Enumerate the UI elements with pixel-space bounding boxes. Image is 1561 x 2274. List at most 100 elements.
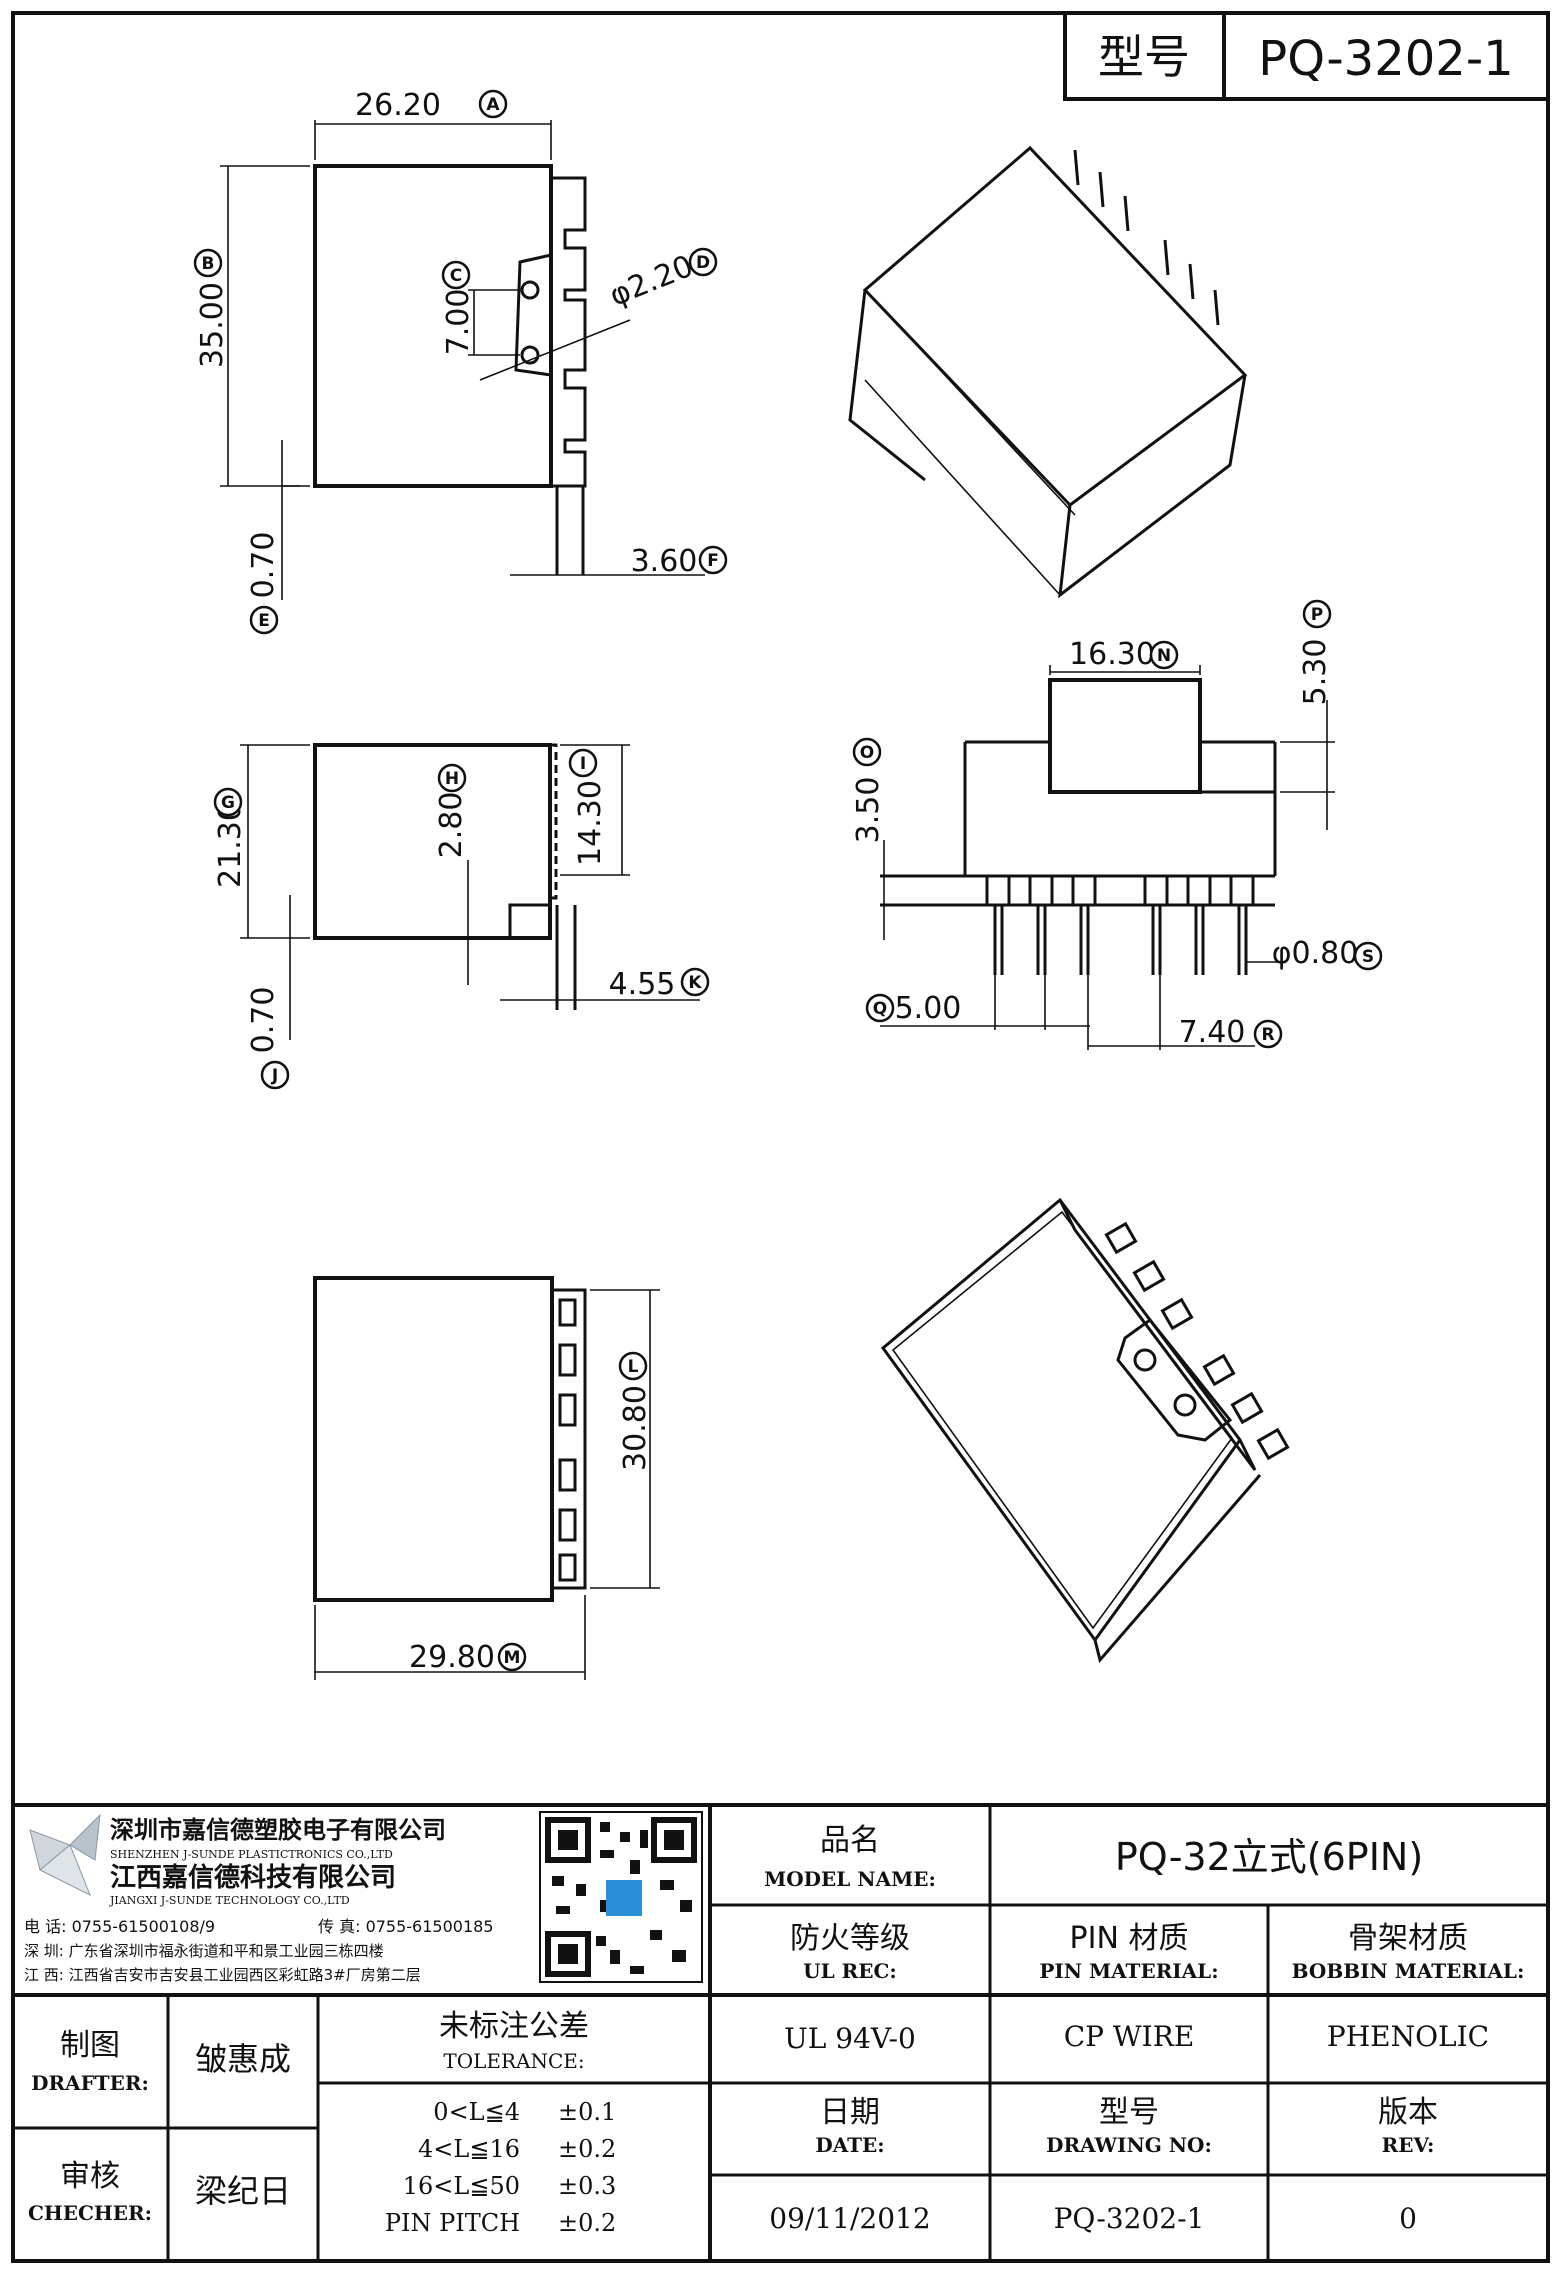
model-name-cn: 品名 (820, 1823, 880, 1858)
ul-rec-cn: 防火等级 (790, 1921, 910, 1956)
qr-code[interactable] (539, 1811, 703, 1983)
date-value: 09/11/2012 (769, 2202, 930, 2235)
dim-S: φ0.80 S (1272, 936, 1383, 971)
dim-L: 30.80 L (618, 1351, 653, 1471)
header-type-label: 型号 (1098, 30, 1190, 84)
tolerance-table: 0<L≦4 ±0.1 4<L≦16 ±0.2 16<L≦50 ±0.3 PIN … (385, 2098, 616, 2237)
dim-O-value: 3.50 (851, 777, 886, 844)
dim-S-value: φ0.80 (1272, 936, 1359, 971)
dim-R-value: 7.40 (1179, 1015, 1246, 1050)
dim-J-code: J (271, 1066, 278, 1086)
dim-C: 7.00 C (441, 260, 476, 356)
model-name-en: MODEL NAME: (764, 1867, 936, 1891)
company-fax: 传 真: 0755-61500185 (318, 1917, 494, 1936)
company-name-en-2: JIANGXI J-SUNDE TECHNOLOGY CO.,LTD (109, 1894, 350, 1907)
dim-D-code: D (696, 253, 710, 273)
date-cn: 日期 (820, 2095, 880, 2130)
tolerance-value: ±0.3 (558, 2172, 616, 2200)
side-view (240, 743, 700, 1040)
dim-J-value: 0.70 (246, 987, 281, 1054)
company-name-cn-1: 深圳市嘉信德塑胶电子有限公司 (110, 1816, 446, 1844)
dim-O: 3.50 O (851, 737, 886, 844)
dim-Q: Q 5.00 (865, 991, 962, 1026)
rev-cn: 版本 (1378, 2095, 1438, 2130)
dim-P-value: 5.30 (1298, 639, 1333, 706)
dim-Q-code: Q (873, 999, 887, 1019)
dim-E-value: 0.70 (246, 532, 281, 599)
date-en: DATE: (815, 2133, 884, 2157)
dim-C-value: 7.00 (441, 289, 476, 356)
title-block: 深圳市嘉信德塑胶电子有限公司 SHENZHEN J-SUNDE PLASTICT… (13, 1803, 1548, 2261)
drawing-no-cn: 型号 (1099, 2095, 1159, 2130)
dim-F-code: F (707, 551, 719, 571)
dim-N-code: N (1157, 646, 1171, 666)
checker-en: CHECHER: (28, 2201, 152, 2225)
dim-G: 21.30 G (213, 787, 248, 888)
header-type-value: PQ-3202-1 (1258, 31, 1513, 87)
pin-material-en: PIN MATERIAL: (1039, 1959, 1218, 1983)
dim-B: 35.00 B (193, 248, 230, 368)
tolerance-value: ±0.2 (558, 2209, 616, 2237)
tolerance-range: 4<L≦16 (418, 2135, 520, 2163)
tolerance-value: ±0.1 (558, 2098, 616, 2126)
rev-en: REV: (1382, 2133, 1435, 2157)
dim-D-value: φ2.20 (605, 249, 698, 314)
dim-A-value: 26.20 (355, 88, 441, 123)
dim-M-code: M (504, 1648, 521, 1668)
dim-K: 4.55 K (609, 967, 710, 1002)
dim-K-value: 4.55 (609, 967, 676, 1002)
model-name-value: PQ-32立式(6PIN) (1115, 1835, 1423, 1879)
drawing-no-value: PQ-3202-1 (1054, 2202, 1205, 2235)
bobbin-material-en: BOBBIN MATERIAL: (1292, 1959, 1525, 1983)
dim-L-value: 30.80 (618, 1385, 653, 1471)
dim-S-code: S (1362, 947, 1374, 967)
bottom-view (313, 1276, 660, 1680)
ul-rec-value: UL 94V-0 (784, 2022, 916, 2055)
ul-rec-en: UL REC: (803, 1959, 897, 1983)
drafter-en: DRAFTER: (31, 2071, 149, 2095)
dim-H: 2.80 H (434, 763, 469, 859)
dim-E-code: E (258, 611, 270, 631)
dim-H-code: H (445, 769, 459, 789)
company-address-sz: 深 圳: 广东省深圳市福永街道和平和景工业园三栋四楼 (24, 1942, 384, 1960)
tolerance-cn: 未标注公差 (439, 2009, 589, 2044)
tolerance-range: 0<L≦4 (433, 2098, 520, 2126)
dim-B-code: B (202, 254, 215, 274)
company-name-en-1: SHENZHEN J-SUNDE PLASTICTRONICS CO.,LTD (110, 1848, 393, 1861)
dim-G-value: 21.30 (213, 802, 248, 888)
dim-Q-value: 5.00 (895, 991, 962, 1026)
dim-N-value: 16.30 (1069, 637, 1155, 672)
dim-F-value: 3.60 (631, 544, 698, 579)
bobbin-material-value: PHENOLIC (1327, 2020, 1489, 2053)
dim-E: 0.70 E (246, 532, 281, 635)
isometric-view-bottom (880, 1197, 1290, 1664)
company-logo (29, 1813, 101, 1897)
pin-material-cn: PIN 材质 (1070, 1921, 1189, 1956)
dim-H-value: 2.80 (434, 792, 469, 859)
company-address-jx: 江 西: 江西省吉安市吉安县工业园西区彩虹路3#厂房第二层 (24, 1966, 421, 1984)
dim-M: 29.80 M (409, 1640, 527, 1675)
dim-G-code: G (221, 793, 235, 813)
dim-P: 5.30 P (1298, 599, 1333, 706)
pin-material-value: CP WIRE (1064, 2020, 1195, 2053)
drafter-name: 皱惠成 (195, 2040, 291, 2078)
dim-A: 26.20 A (355, 88, 508, 123)
dim-K-code: K (688, 973, 702, 993)
dim-I-value: 14.30 (573, 780, 608, 866)
tolerance-range: 16<L≦50 (403, 2172, 520, 2200)
dim-I: 14.30 I (568, 748, 608, 866)
header-type-box: 型号 PQ-3202-1 (1063, 11, 1550, 101)
checker-name: 梁纪日 (195, 2172, 291, 2210)
dim-D: φ2.20 D (605, 247, 718, 314)
front-view (220, 120, 705, 600)
dim-P-code: P (1311, 605, 1323, 625)
dim-A-code: A (486, 95, 500, 115)
dim-M-value: 29.80 (409, 1640, 495, 1675)
dim-I-code: I (580, 754, 586, 774)
isometric-view-top (848, 145, 1248, 599)
tolerance-value: ±0.2 (558, 2135, 616, 2163)
bobbin-material-cn: 骨架材质 (1348, 1921, 1468, 1956)
rev-value: 0 (1399, 2202, 1417, 2235)
